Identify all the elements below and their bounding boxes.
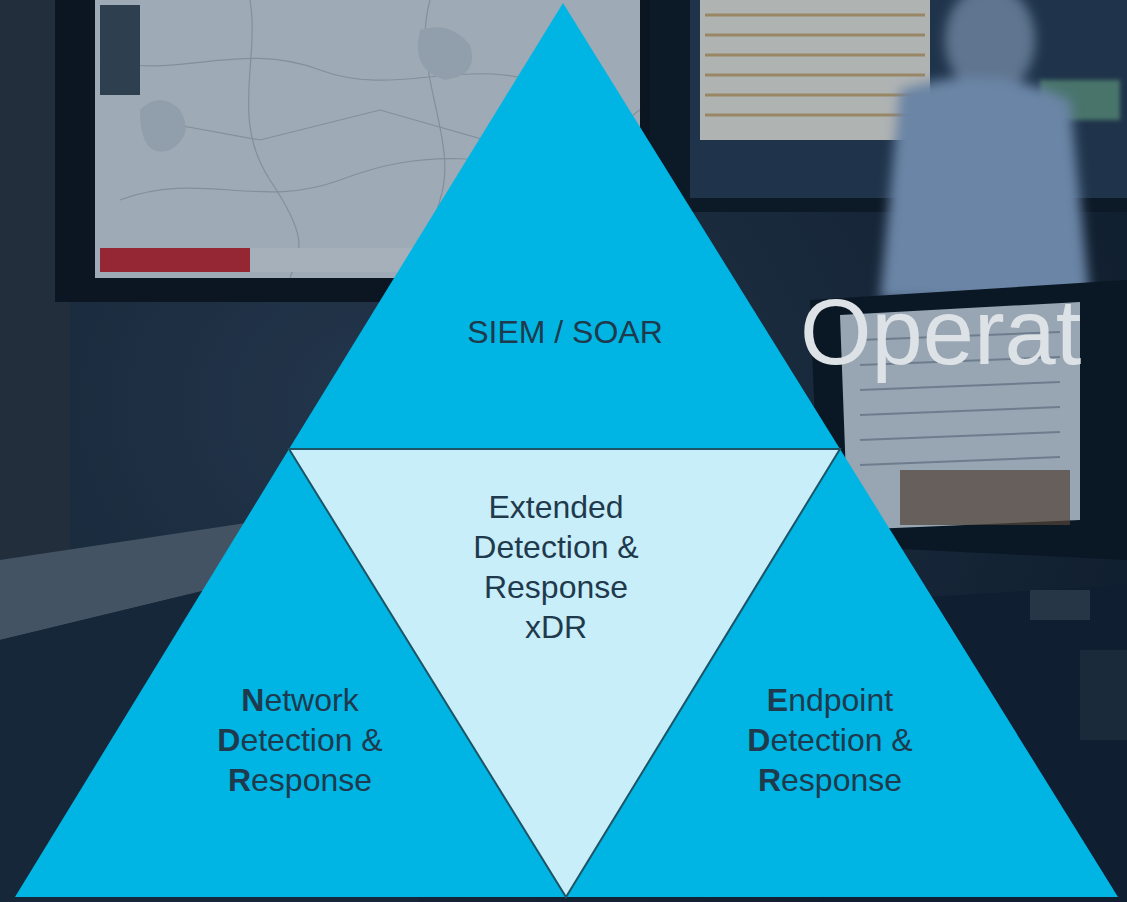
initial-letter: E <box>767 682 788 718</box>
triangle-label: Extended Detection & Response xDR <box>454 487 659 647</box>
initial-letter: R <box>758 762 781 798</box>
initial-letter: R <box>228 762 251 798</box>
label-text: Operat <box>800 281 1081 383</box>
triangle-label: Endpoint Detection & Response <box>728 680 933 800</box>
xdr-triangle: Extended Detection & Response xDR <box>289 449 840 897</box>
triangle-shape <box>566 449 1118 897</box>
initial-letter: N <box>241 682 264 718</box>
initial-letter: D <box>747 722 770 758</box>
triangle-label: Network Detection & Response <box>198 680 403 800</box>
triangle-outline <box>289 3 840 449</box>
triangle-label: SIEM / SOAR <box>415 312 715 352</box>
siem-triangle: SIEM / SOAR <box>289 3 840 449</box>
initial-letter: D <box>217 722 240 758</box>
triangle-shape <box>289 3 840 449</box>
background-heading: Operat <box>800 280 1081 385</box>
